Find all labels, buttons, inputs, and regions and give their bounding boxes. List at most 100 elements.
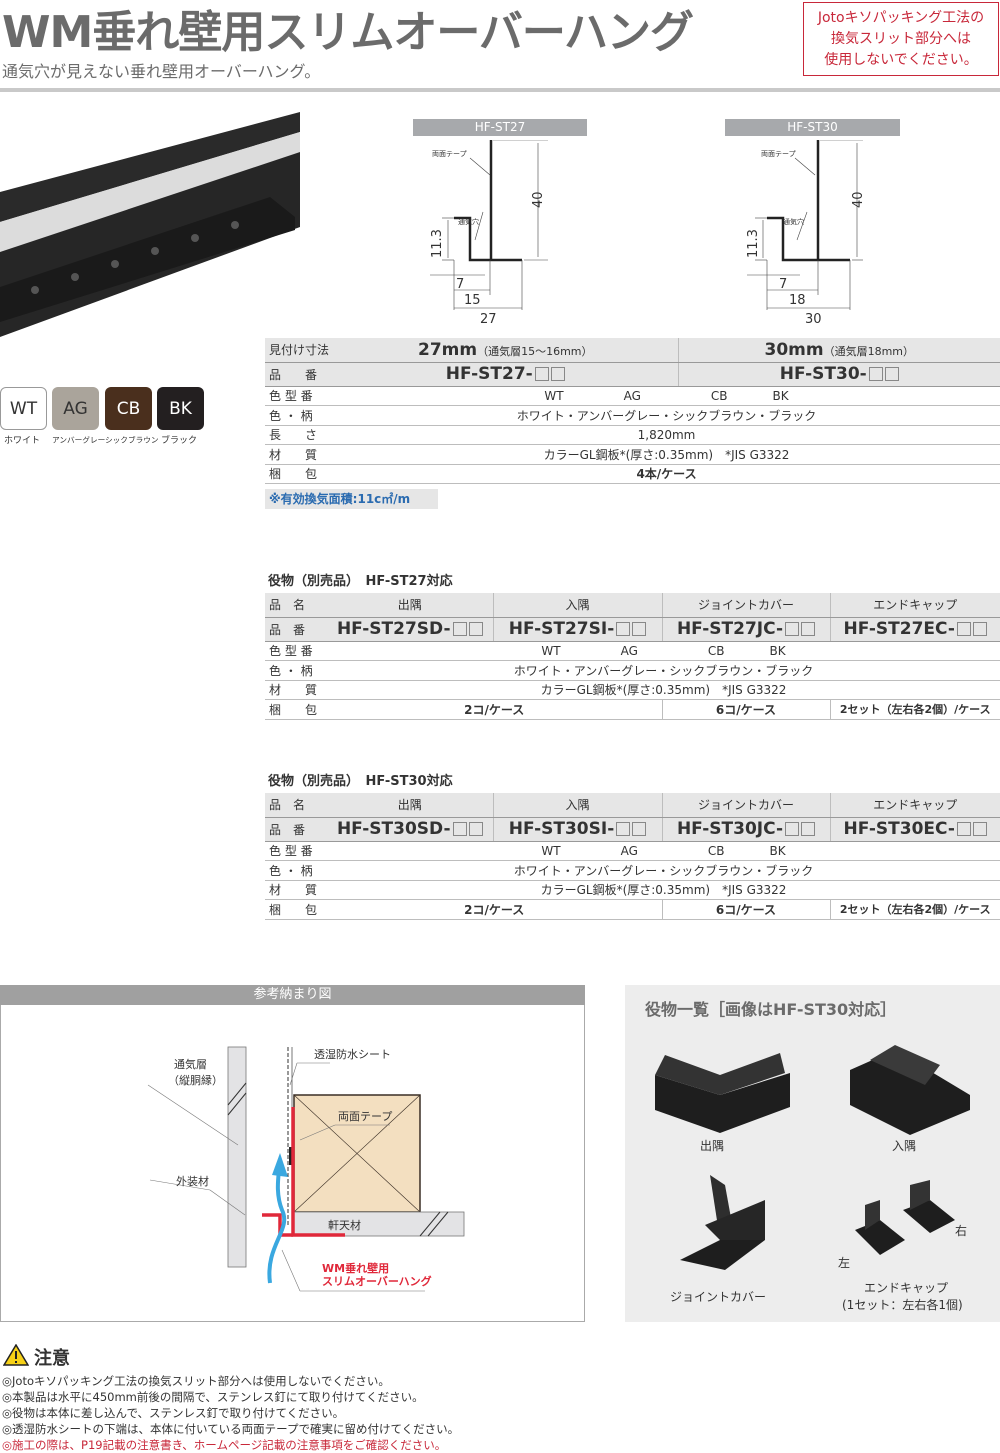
warning-icon xyxy=(3,1344,29,1366)
material-value: カラーGL鋼板*(厚さ:0.35mm) *JIS G3322 xyxy=(327,880,1000,900)
acc-label-right: 右 xyxy=(955,1224,968,1238)
label-exterior: 外装材 xyxy=(176,1174,209,1188)
caution-line: ◎Jotoキソパッキング工法の換気スリット部分へは使用しないでください。 xyxy=(2,1374,390,1388)
section-header-st27: HF-ST27 xyxy=(413,119,587,136)
acc-name: 出隅 xyxy=(327,593,493,618)
acc-name: 入隅 xyxy=(492,593,662,618)
color-code: AG xyxy=(620,643,638,658)
acc-name: 入隅 xyxy=(492,793,662,818)
row-label: 色 ・ 柄 xyxy=(265,860,327,881)
chip-code: CB xyxy=(116,398,141,419)
label-sheet: 透湿防水シート xyxy=(314,1047,391,1061)
dim-7: 7 xyxy=(779,277,787,292)
row-label: 品 番 xyxy=(265,617,327,642)
reference-diagram-title: 参考納まり図 xyxy=(0,985,585,1005)
dim-7: 7 xyxy=(456,277,464,292)
packing-value: 2セット（左右各2個）/ケース xyxy=(829,699,1000,720)
row-label: 材 質 xyxy=(265,680,327,700)
chip-code: AG xyxy=(63,398,88,419)
label-air-layer: 通気層 xyxy=(174,1057,207,1071)
label-soffit: 軒天材 xyxy=(328,1218,361,1232)
packing-value: 2コ/ケース xyxy=(327,899,662,920)
row-label: 品 名 xyxy=(265,793,327,818)
outside-corner-image xyxy=(655,1053,790,1133)
chip-label: シックブラウン xyxy=(105,436,159,446)
reference-diagram: 透湿防水シート 通気層 （縦胴縁） 両面テープ 外装材 軒天材 WM垂れ壁用 ス… xyxy=(147,1046,465,1292)
warning-line: 使用しないでください。 xyxy=(824,52,978,68)
chip-code: BK xyxy=(169,398,192,419)
row-label: 色 型 番 xyxy=(265,386,334,406)
color-code: WT xyxy=(541,643,561,658)
code-27: HF-ST27- xyxy=(445,364,533,384)
color-chip-wt: WT xyxy=(0,387,47,430)
label-tape: 両面テープ xyxy=(761,150,796,158)
color-code: BK xyxy=(769,843,786,858)
color-chip-cb: CB xyxy=(105,387,152,430)
cross-section-st27: 両面テープ 通気穴 40 11.3 7 15 27 xyxy=(430,140,548,327)
row-label: 色 型 番 xyxy=(265,641,327,661)
material-value: カラーGL鋼板*(厚さ:0.35mm) *JIS G3322 xyxy=(327,680,1000,700)
acc-code: HF-ST27EC- xyxy=(843,619,955,639)
caution-line: ◎本製品は水平に450mm前後の間隔で、ステンレス釘にて取り付けてください。 xyxy=(2,1390,424,1404)
material-value: カラーGL鋼板*(厚さ:0.35mm) *JIS G3322 xyxy=(333,444,1000,465)
page-title: WM垂れ壁用スリムオーバーハング xyxy=(2,7,694,58)
dim-height: 40 xyxy=(851,191,866,208)
row-label: 長 さ xyxy=(265,425,334,445)
row-label: 色 型 番 xyxy=(265,841,327,861)
row-label: 品 名 xyxy=(265,593,327,618)
size-27-note: （通気層15～16mm） xyxy=(477,344,593,358)
acc-label-sd: 出隅 xyxy=(700,1139,725,1153)
caution-red-line: ◎施工の際は、P19記載の注意書き、ホームページ記載の注意事項をご確認ください。 xyxy=(2,1438,447,1452)
accessory-list-title: 役物一覧［画像はHF-ST30対応］ xyxy=(645,1000,897,1019)
chip-label: アンバーグレー xyxy=(52,436,106,446)
warning-line: Jotoキソパッキング工法の xyxy=(817,10,985,26)
code-30: HF-ST30- xyxy=(779,364,867,384)
color-names: ホワイト・アンバーグレー・シックブラウン・ブラック xyxy=(327,660,1000,681)
acc-code: HF-ST27SD- xyxy=(336,619,451,639)
packing-value: 6コ/ケース xyxy=(661,699,830,720)
acc-label-left: 左 xyxy=(838,1256,851,1270)
accessories-27-title: 役物（別売品） HF-ST27対応 xyxy=(268,574,453,589)
joint-cover-image xyxy=(680,1175,765,1270)
dim-lip: 11.3 xyxy=(430,229,445,258)
dim-total: 30 xyxy=(805,312,822,327)
acc-code: HF-ST27JC- xyxy=(676,619,784,639)
spec-table: 見付け寸法 27mm（通気層15～16mm） 30mm（通気層18mm） 品 番… xyxy=(265,338,1000,484)
cross-section-st30: 両面テープ 通気穴 40 11.3 7 18 30 xyxy=(746,140,866,327)
page-subtitle: 通気穴が見えない垂れ壁用オーバーハング。 xyxy=(2,62,321,81)
dim-total: 27 xyxy=(480,312,497,327)
accessory-list-box xyxy=(625,985,1000,1322)
packing-value: 2セット（左右各2個）/ケース xyxy=(829,899,1000,920)
row-label: 材 質 xyxy=(265,444,334,465)
label-hole: 通気穴 xyxy=(458,217,479,226)
acc-code: HF-ST27SI- xyxy=(508,619,615,639)
acc-code: HF-ST30JC- xyxy=(676,819,784,839)
acc-code: HF-ST30EC- xyxy=(843,819,955,839)
acc-name: ジョイントカバー xyxy=(661,593,830,618)
acc-name: 出隅 xyxy=(327,793,493,818)
size-27: 27mm xyxy=(418,339,478,360)
row-label: 梱 包 xyxy=(265,699,327,720)
color-code: AG xyxy=(623,388,641,403)
color-chip-ag: AG xyxy=(52,387,99,430)
label-tape: 両面テープ xyxy=(338,1110,392,1123)
color-code: CB xyxy=(707,843,725,858)
warning-box: Jotoキソパッキング工法の 換気スリット部分へは 使用しないでください。 xyxy=(803,2,999,76)
label-tape: 両面テープ xyxy=(432,150,467,158)
section-header-st30: HF-ST30 xyxy=(725,119,900,136)
color-chip-bk: BK xyxy=(157,387,204,430)
chip-code: WT xyxy=(9,398,38,419)
dim-inner: 15 xyxy=(464,293,481,308)
ventilation-note: ※有効換気面積:11c㎡/m xyxy=(265,489,438,509)
dim-lip: 11.3 xyxy=(746,229,761,258)
acc-code: HF-ST30SD- xyxy=(336,819,451,839)
accessories-30-title: 役物（別売品） HF-ST30対応 xyxy=(268,774,453,789)
acc-label-ec-note: (1セット：左右各1個) xyxy=(842,1298,963,1312)
acc-name: ジョイントカバー xyxy=(661,793,830,818)
color-code: WT xyxy=(544,388,564,403)
color-code: AG xyxy=(620,843,638,858)
row-label: 見付け寸法 xyxy=(265,338,334,363)
label-hole: 通気穴 xyxy=(783,217,804,226)
row-label: 品 番 xyxy=(265,817,327,842)
